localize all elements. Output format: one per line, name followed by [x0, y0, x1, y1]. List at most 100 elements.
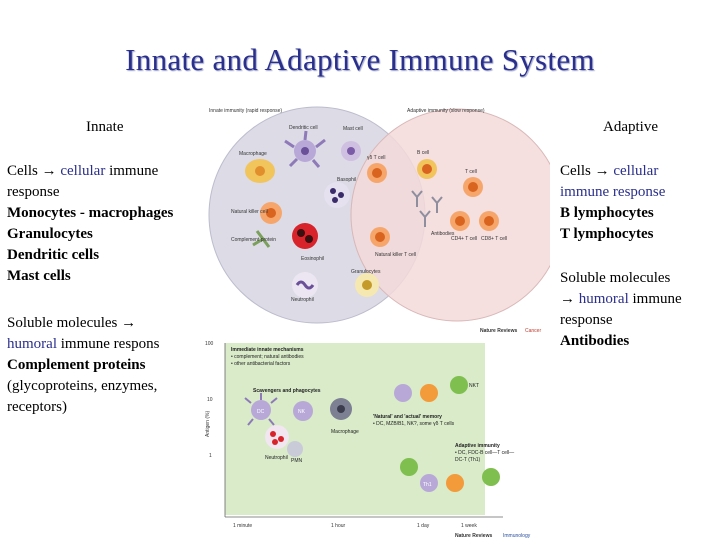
innate-cells-line: Cells → cellular immune response	[7, 161, 212, 203]
nk-small-label: NK	[298, 409, 306, 415]
adaptive-cells-prefix: Cells →	[560, 163, 614, 179]
dc-cell-icon	[244, 393, 278, 426]
cd8-t-cell-icon	[479, 211, 499, 231]
adaptive-cells-block: Cells → cellular immune response B lymph…	[560, 161, 720, 245]
eosinophil-icon	[292, 223, 318, 249]
adaptive-humoral-line: → humoral immune	[560, 289, 720, 310]
x-tick: 1 week	[461, 523, 477, 529]
adaptive-cells-line: Cells → cellular	[560, 161, 720, 182]
cd4-label: CD4+ T cell	[451, 236, 477, 242]
tcell-label: T cell	[465, 169, 477, 175]
th1-label: Th1	[423, 482, 432, 488]
innate-soluble-item-detail: (glycoproteins, enzymes, receptors)	[7, 378, 158, 415]
innate-humoral-suffix: immune respons	[57, 336, 160, 352]
dendritic-label: Dendritic cell	[289, 125, 318, 131]
innate-humoral-keyword: humoral	[7, 336, 57, 352]
antibodies-icon	[411, 190, 443, 227]
innate-soluble-item: Complement proteins	[7, 357, 146, 373]
venn-credit-brand: Nature Reviews	[480, 328, 517, 334]
adaptive-cell-type: B lymphocytes	[560, 205, 654, 221]
cd8-label: CD8+ T cell	[481, 236, 507, 242]
pmn-label: PMN	[291, 458, 303, 464]
timeline-credit-brand: Nature Reviews	[455, 533, 492, 539]
innate-adaptive-venn-figure: Innate immunity (rapid response) Adaptiv…	[205, 103, 550, 335]
t-cell-icon	[463, 177, 483, 197]
eosinophil-label: Eosinophil	[301, 256, 324, 262]
adaptive-item: • DC, FDC-B cell—T cell—	[455, 450, 514, 456]
legend-heading: Immediate innate mechanisms	[231, 347, 304, 353]
y-tick: 1	[209, 453, 212, 459]
antibodies-label: Antibodies	[431, 231, 455, 237]
mast-cell-icon	[341, 141, 361, 161]
innate-soluble-line: Soluble molecules →	[7, 315, 137, 331]
dendritic-cell-icon	[284, 130, 326, 168]
adaptive-soluble-item: Antibodies	[560, 333, 630, 349]
neutrophil-icon	[292, 272, 318, 298]
innate-cells-prefix: Cells →	[7, 163, 61, 179]
adaptive-response-line: response	[560, 312, 613, 328]
macrophage-label: Macrophage	[239, 151, 267, 157]
innate-heading: Innate	[86, 119, 124, 135]
adaptive-caption: Adaptive immunity (slow response)	[407, 108, 485, 114]
granulocytes-icon	[355, 273, 379, 297]
innate-caption: Innate immunity (rapid response)	[209, 108, 282, 114]
innate-cell-type: Monocytes - macrophages	[7, 205, 174, 221]
adaptive-cells-suffix: immune response	[560, 184, 666, 200]
granulocytes-label: Granulocytes	[351, 269, 381, 275]
macrophage-small-icon	[330, 398, 352, 420]
adaptive-heading-small: Adaptive immunity	[455, 443, 500, 449]
y-axis-label: Antigen (%)	[205, 411, 211, 437]
x-tick: 1 minute	[233, 523, 252, 529]
y-tick: 10	[207, 397, 213, 403]
adaptive-cells-icon	[400, 458, 500, 492]
adaptive-arrow: →	[560, 291, 579, 307]
b-cell-icon	[417, 159, 437, 179]
innate-humoral-line: humoral immune respons	[7, 334, 212, 355]
innate-cell-type: Granulocytes	[7, 226, 93, 242]
adaptive-heading: Adaptive	[603, 119, 658, 135]
adaptive-soluble-block: Soluble molecules → humoral immune respo…	[560, 268, 720, 352]
cd4-t-cell-icon	[450, 211, 470, 231]
scavengers-heading: Scavengers and phagocytes	[253, 388, 321, 394]
immune-timeline-figure: 100 10 1 Antigen (%) 1 minute 1 hour 1 d…	[203, 337, 548, 540]
adaptive-humoral-keyword: humoral	[578, 291, 629, 307]
nk-cell-small-icon	[293, 401, 313, 421]
complement-label: Complement protein	[231, 237, 276, 243]
macrophage-small-label: Macrophage	[331, 429, 359, 435]
dc-label: DC	[257, 409, 265, 415]
nk-cell-icon	[260, 202, 282, 224]
innate-cell-type: Dendritic cells	[7, 247, 100, 263]
adaptive-humoral-suffix: immune	[628, 291, 682, 307]
nkt-cell-icon	[370, 227, 390, 247]
adaptive-cell-type: T lymphocytes	[560, 226, 654, 242]
innate-soluble-block: Soluble molecules → humoral immune respo…	[7, 313, 212, 418]
slide-title: Innate and Adaptive Immune System	[125, 42, 595, 77]
legend-item: • complement; natural antibodies	[231, 354, 304, 360]
memory-item: • DC, MZB/B1, NK?, some γδ T cells	[373, 421, 455, 427]
pmn-cell-icon	[287, 441, 303, 457]
gd-t-cell-icon	[367, 163, 387, 183]
nkt-small-label: NKT	[469, 383, 479, 389]
complement-protein-icon	[252, 230, 271, 248]
memory-heading: 'Natural' and 'actual' memory	[373, 414, 442, 420]
mast-label: Mast cell	[343, 126, 363, 132]
adaptive-item: DC-T (Th1)	[455, 457, 481, 463]
y-tick: 100	[205, 341, 214, 347]
adaptive-soluble-line: Soluble molecules	[560, 270, 671, 286]
basophil-label: Basophil	[337, 177, 356, 183]
legend-item: • other antibacterial factors	[231, 361, 291, 367]
macrophage-icon	[245, 159, 275, 183]
x-tick: 1 day	[417, 523, 430, 529]
innate-cells-block: Cells → cellular immune response Monocyt…	[7, 161, 212, 287]
timeline-credit-journal: Immunology	[503, 533, 531, 539]
adaptive-cellular-keyword: cellular	[613, 163, 659, 179]
nk-label: Natural killer cell	[231, 209, 268, 215]
gdt-label: γδ T cell	[367, 155, 386, 161]
bcell-label: B cell	[417, 150, 429, 156]
venn-credit-journal: Cancer	[525, 328, 541, 334]
neutrophil-small-icon	[265, 425, 289, 449]
innate-cells-suffix: immune response	[7, 163, 159, 200]
innate-cell-type: Mast cells	[7, 268, 71, 284]
orange-cell-icon	[394, 376, 468, 402]
x-tick: 1 hour	[331, 523, 346, 529]
